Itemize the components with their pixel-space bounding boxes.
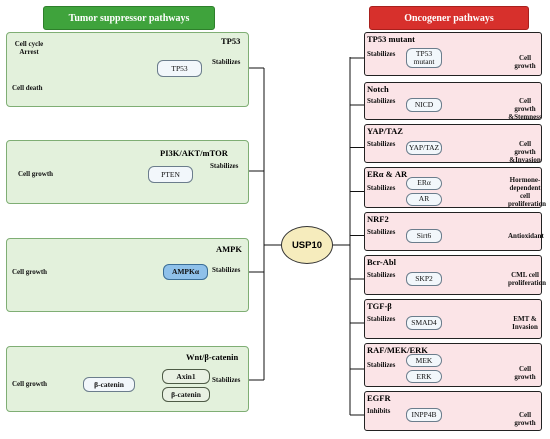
oncogene-panel xyxy=(364,167,542,208)
panel-title: PI3K/AKT/mTOR xyxy=(160,148,228,158)
panel-title: Wnt/β-catenin xyxy=(186,352,239,362)
panel-title: YAP/TAZ xyxy=(367,126,403,136)
beta-catenin-node: β-catenin xyxy=(83,377,135,392)
oncogene-panel xyxy=(364,124,542,163)
panel-title: EGFR xyxy=(367,393,391,403)
axin1-node: Axin1 xyxy=(162,369,210,384)
outcome-label: Antioxidant xyxy=(508,231,544,240)
outcome-label: Hormone- dependent cell proliferation xyxy=(508,175,546,208)
ampk-panel xyxy=(6,238,249,312)
outcome-label: Cell growth xyxy=(514,411,536,427)
target-node: TP53 mutant xyxy=(406,48,442,68)
outcome-label: Cell growth xyxy=(18,170,54,178)
tp53-node: TP53 xyxy=(157,60,202,77)
oncogene-panel xyxy=(364,82,542,120)
panel-title: TGF-β xyxy=(367,301,392,311)
tumor-suppressor-header: Tumor suppressor pathways xyxy=(43,6,215,30)
outcome-label: Cell growth xyxy=(12,268,48,276)
edge-label: Stabilizes xyxy=(367,183,396,192)
oncogene-panel xyxy=(364,212,542,251)
target-node: ERα xyxy=(406,176,442,190)
panel-title: ERα & AR xyxy=(367,169,408,179)
target-node: ERK xyxy=(406,370,442,383)
panel-title: Bcr-Abl xyxy=(367,257,396,267)
tp53-panel xyxy=(6,32,249,107)
edge-label: Stabilizes xyxy=(212,58,241,66)
oncogene-panel xyxy=(364,255,542,295)
outcome-label: CML cell proliferation xyxy=(508,271,546,287)
panel-title: NRF2 xyxy=(367,214,389,224)
outcome-label: Cell growth xyxy=(514,365,536,381)
oncogene-panel xyxy=(364,299,542,339)
panel-title: TP53 mutant xyxy=(367,34,415,44)
oncogene-panel xyxy=(364,343,542,387)
target-node: NICD xyxy=(406,98,442,112)
oncogene-panel xyxy=(364,32,542,76)
edge-label: Stabilizes xyxy=(367,271,396,279)
edge-label: Stabilizes xyxy=(367,227,396,236)
panel-title: AMPK xyxy=(216,244,242,254)
edge-label: Stabilizes xyxy=(212,266,241,274)
outcome-label: Cell growth xyxy=(12,380,48,388)
target-node: AR xyxy=(406,192,442,206)
outcome-label: Cell growth xyxy=(514,54,536,70)
edge-label: Stabilizes xyxy=(367,50,396,58)
target-node: Sirt6 xyxy=(406,228,442,243)
outcome-label: EMT & Invasion xyxy=(512,315,538,331)
edge-label: Inhibits xyxy=(367,407,391,415)
pten-node: PTEN xyxy=(148,166,193,183)
target-node: SKP2 xyxy=(406,272,442,286)
ampk-alpha-node: AMPKα xyxy=(163,264,208,280)
oncogene-header: Oncogener pathways xyxy=(369,6,529,30)
edge-label: Stabilizes xyxy=(367,139,396,148)
target-node: SMAD4 xyxy=(406,316,442,330)
edge-label: Stabilizes xyxy=(212,376,241,384)
outcome-label: Cell growth &Stemness xyxy=(508,97,542,121)
edge-label: Stabilizes xyxy=(367,361,396,369)
beta-catenin-node: β-catenin xyxy=(162,387,210,402)
edge-label: Stabilizes xyxy=(367,315,396,323)
panel-title: Notch xyxy=(367,84,389,94)
target-node: INPP4B xyxy=(406,408,442,422)
target-node: MEK xyxy=(406,354,442,367)
edge-label: Stabilizes xyxy=(210,162,239,170)
usp10-node: USP10 xyxy=(281,226,333,264)
panel-title: TP53 xyxy=(221,36,241,46)
outcome-label: Cell growth &Invasion xyxy=(509,139,541,164)
outcome-label: Cell death xyxy=(12,84,43,92)
target-node: YAP/TAZ xyxy=(406,140,442,155)
outcome-label: Cell cycle Arrest xyxy=(14,40,44,56)
edge-label: Stabilizes xyxy=(367,97,396,105)
pi3k-panel xyxy=(6,140,249,204)
oncogene-panel xyxy=(364,391,542,431)
panel-title: RAF/MEK/ERK xyxy=(367,345,428,355)
